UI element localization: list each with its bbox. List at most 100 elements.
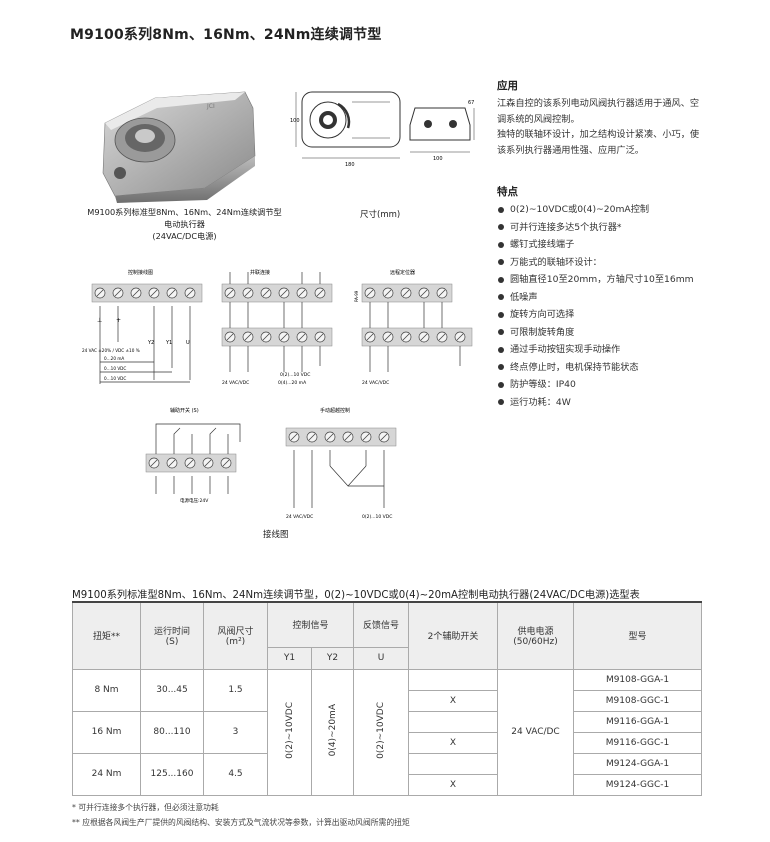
- d3-label-pa: PA-99: [354, 290, 359, 302]
- header-feedback: 反馈信号: [353, 601, 410, 648]
- d1-term-ground: ⊥: [97, 317, 102, 324]
- cell-runtime: 30...45: [140, 668, 204, 712]
- terminal-slot: [132, 289, 140, 297]
- cell-aux: X: [408, 773, 499, 796]
- cell-torque: 16 Nm: [72, 710, 141, 754]
- footnote-1: * 可并行连接多个执行器，但必须注意功耗: [72, 803, 219, 812]
- terminal-slot: [244, 333, 252, 341]
- terminal-slot: [226, 289, 234, 297]
- caption-line: M9100系列标准型8Nm、16Nm、24Nm连续调节型: [87, 207, 282, 217]
- d5-title: 手动超越控制: [320, 407, 350, 414]
- caption-line: (24VAC/DC电源): [152, 231, 217, 241]
- cell-runtime: 80...110: [140, 710, 204, 754]
- feature-item: 运行功耗：4W: [497, 395, 707, 410]
- bullet-icon: [498, 224, 504, 230]
- header-model: 型号: [573, 601, 703, 670]
- terminal-slot: [380, 433, 388, 441]
- d4-label: 电源电压:24V: [180, 497, 209, 504]
- bullet-icon: [498, 381, 504, 388]
- d1-label: 0...10 VDC: [104, 366, 126, 371]
- header-torque: 扭矩**: [72, 601, 141, 670]
- dim-height: 100: [290, 118, 300, 124]
- bullet-icon: [498, 276, 504, 283]
- terminal-slot: [168, 459, 176, 467]
- cell-aux: X: [408, 731, 499, 754]
- feature-item: 万能式的联轴环设计：: [497, 255, 707, 270]
- terminal-slot: [168, 289, 176, 297]
- cell-signal-u: 0(2)~10VDC: [353, 668, 410, 796]
- terminal-slot: [298, 289, 306, 297]
- d2-label: 0(4)...20 mA: [278, 380, 307, 386]
- d3-label: 24 VAC/VDC: [362, 380, 389, 386]
- d2-title: 并联连接: [250, 269, 270, 276]
- d1-label: 0...20 mA: [104, 356, 124, 361]
- cell-model: M9108-GGC-1: [573, 689, 703, 712]
- cell-signal-y2: 0(4)~20mA: [310, 668, 355, 796]
- cell-area: 4.5: [203, 752, 268, 796]
- d5-label: 24 VAC/VDC: [286, 514, 313, 520]
- bullet-icon: [498, 206, 504, 213]
- terminal-slot: [280, 333, 288, 341]
- cell-model: M9124-GGA-1: [573, 752, 703, 775]
- application-heading: 应用: [497, 80, 518, 92]
- header-area: 风阀尺寸(m²): [203, 601, 268, 670]
- terminal-slot: [344, 433, 352, 441]
- terminal-slot: [186, 459, 194, 467]
- terminal-slot: [384, 289, 392, 297]
- dim-side-height: 67: [468, 100, 474, 106]
- actuator-photo: JCI: [95, 78, 263, 203]
- photo-caption: M9100系列标准型8Nm、16Nm、24Nm连续调节型 电动执行器 (24VA…: [72, 206, 297, 242]
- bullet-icon: [498, 311, 504, 318]
- header-y1: Y1: [267, 646, 312, 670]
- header-u: U: [353, 646, 410, 670]
- terminal-slot: [150, 289, 158, 297]
- header-runtime: 运行时间(S): [140, 601, 204, 670]
- terminal-slot: [186, 289, 194, 297]
- d1-term-u: U: [186, 340, 190, 346]
- d1-title: 控制接线图: [128, 269, 153, 276]
- terminal-slot: [384, 333, 392, 341]
- dimension-drawing: 100 180 100 67: [290, 80, 478, 180]
- terminal-slot: [316, 333, 324, 341]
- header-power: 供电电源(50/60Hz): [497, 601, 575, 670]
- d1-label: 0...10 VDC: [104, 376, 126, 381]
- cell-model: M9108-GGA-1: [573, 668, 703, 691]
- features-heading: 特点: [497, 186, 518, 198]
- wiring-caption: 接线图: [263, 530, 289, 540]
- d1-term-y1: Y1: [165, 340, 172, 346]
- features-list: 0(2)~10VDC或0(4)~20mA控制 可并行连接多达5个执行器* 螺钉式…: [497, 202, 707, 410]
- terminal-slot: [226, 333, 234, 341]
- feature-item: 可并行连接多达5个执行器*: [497, 220, 707, 235]
- terminal-slot: [96, 289, 104, 297]
- terminal-slot: [150, 459, 158, 467]
- d2-label: 24 VAC/VDC: [222, 380, 249, 386]
- cell-torque: 24 Nm: [72, 752, 141, 796]
- feature-item: 通过手动按钮实现手动操作: [497, 342, 707, 357]
- dim-width: 180: [345, 162, 355, 168]
- wiring-diagrams: 控制接线图 ⊥ + Y2 Y1 U 24 VAC ±20% / VDC ±10 …: [80, 262, 480, 542]
- cell-model: M9116-GGA-1: [573, 710, 703, 733]
- dims-caption: 尺寸(mm): [360, 210, 401, 220]
- terminal-slot: [290, 433, 298, 441]
- d4-title: 辅助开关 (S): [170, 407, 199, 414]
- bullet-icon: [498, 329, 504, 335]
- bullet-icon: [498, 241, 504, 248]
- terminal-slot: [366, 289, 374, 297]
- terminal-slot: [366, 333, 374, 341]
- terminal-slot: [262, 289, 270, 297]
- terminal-slot: [114, 289, 122, 297]
- table-title: M9100系列标准型8Nm、16Nm、24Nm连续调节型，0(2)~10VDC或…: [72, 590, 640, 601]
- terminal-slot: [308, 433, 316, 441]
- feature-item: 低噪声: [497, 290, 707, 305]
- header-aux: 2个辅助开关: [408, 601, 499, 670]
- bullet-icon: [498, 294, 504, 300]
- terminal-slot: [420, 289, 428, 297]
- cell-aux: [408, 752, 499, 775]
- terminal-slot: [222, 459, 230, 467]
- cell-aux: [408, 668, 499, 691]
- dim-side-width: 100: [433, 156, 443, 162]
- bullet-icon: [498, 346, 504, 353]
- caption-line: 电动执行器: [164, 219, 205, 229]
- terminal-slot: [262, 333, 270, 341]
- terminal-slot: [298, 333, 306, 341]
